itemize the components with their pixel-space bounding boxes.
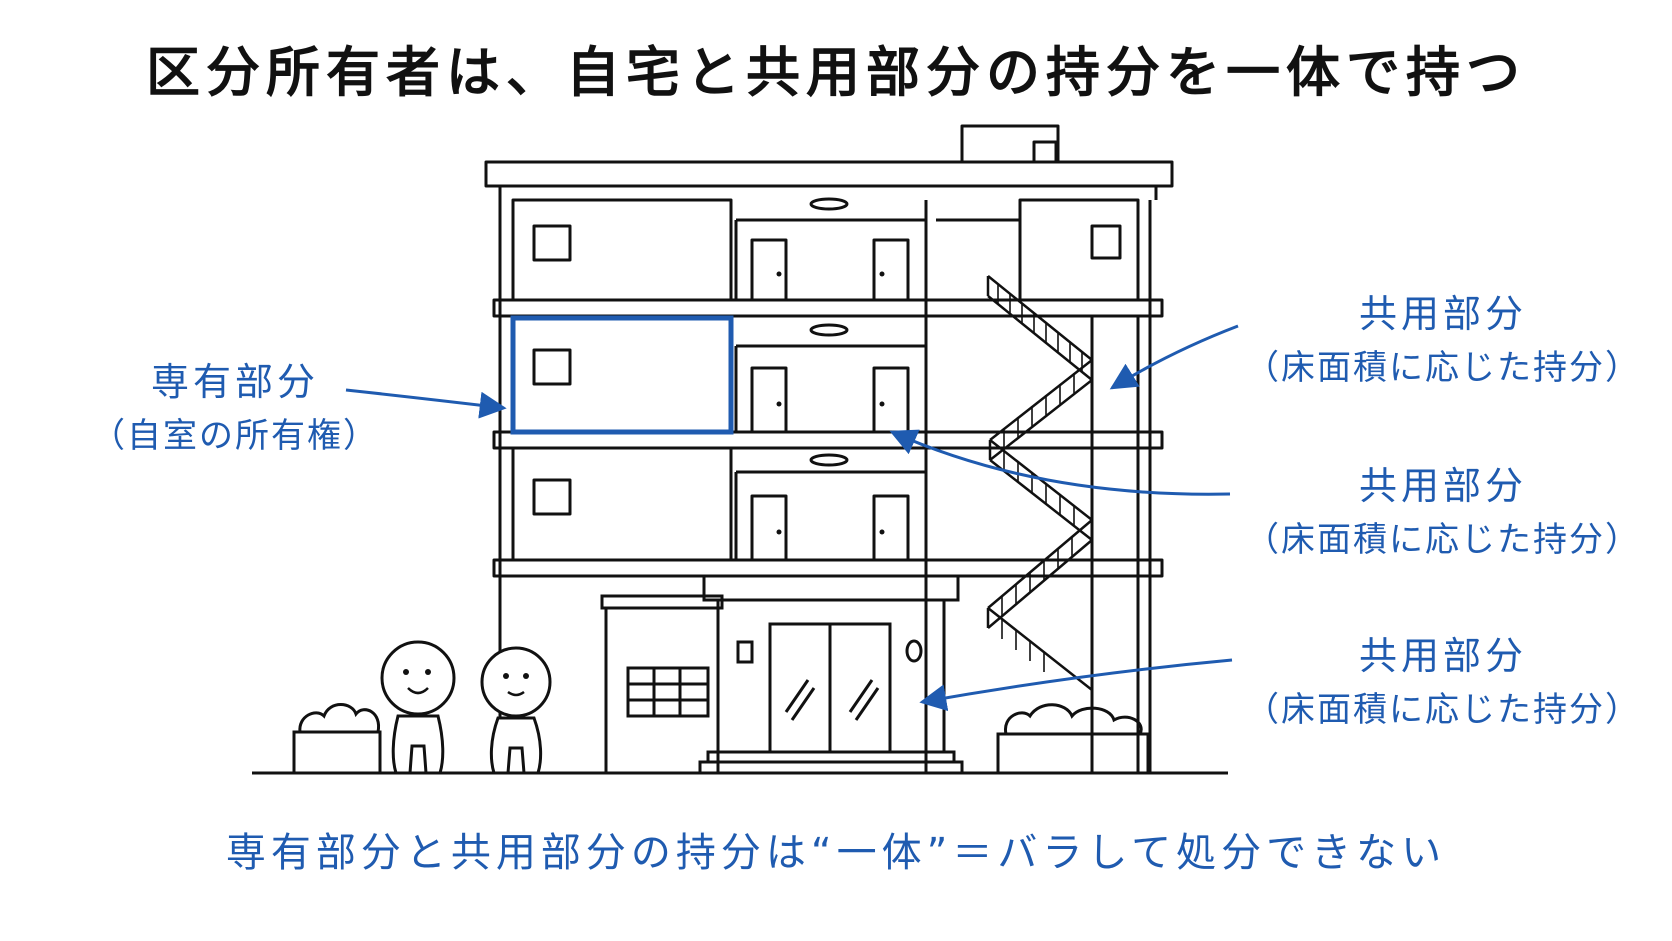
stair-balusters bbox=[997, 284, 1083, 672]
common-area-label-2: 共用部分 （床面積に応じた持分） bbox=[1228, 458, 1658, 566]
planter-right bbox=[996, 732, 1150, 775]
room-top-left bbox=[511, 198, 733, 302]
person-left-head bbox=[380, 640, 456, 716]
rooftop-vent bbox=[1032, 140, 1058, 164]
private-area-title: 専有部分 bbox=[150, 360, 319, 404]
roof-slab bbox=[484, 160, 1174, 188]
room-lower-left bbox=[511, 446, 733, 562]
floor-slab-3 bbox=[492, 298, 1164, 318]
page-title: 区分所有者は、自宅と共用部分の持分を一体で持つ bbox=[146, 41, 1526, 104]
common-area-label-1: 共用部分 （床面積に応じた持分） bbox=[1228, 286, 1658, 394]
rooftop-box bbox=[960, 124, 1060, 164]
common-area-subtitle: （床面積に応じた持分） bbox=[1245, 520, 1641, 560]
mailboxes bbox=[626, 666, 710, 718]
private-unit-highlight bbox=[510, 315, 734, 435]
floor-slab-2 bbox=[492, 430, 1164, 450]
ceiling-light bbox=[809, 197, 849, 211]
window bbox=[532, 348, 572, 386]
arrow-private bbox=[345, 388, 507, 419]
stairs bbox=[986, 275, 1093, 691]
arrow-common-2 bbox=[889, 429, 1231, 496]
common-area-subtitle: （床面積に応じた持分） bbox=[1245, 348, 1641, 388]
common-area-title: 共用部分 bbox=[1358, 464, 1527, 508]
window bbox=[532, 224, 572, 262]
door bbox=[750, 494, 788, 562]
ceiling-light bbox=[809, 453, 849, 467]
private-area-subtitle: （自室の所有権） bbox=[91, 416, 379, 456]
arrow-common-1 bbox=[1109, 324, 1239, 390]
footer-caption: 専有部分と共用部分の持分は“一体”＝バラして処分できない bbox=[225, 830, 1447, 876]
window bbox=[532, 478, 572, 516]
window bbox=[1090, 224, 1122, 260]
people bbox=[380, 640, 552, 775]
arrow-common-3 bbox=[919, 658, 1233, 712]
common-area-subtitle: （床面積に応じた持分） bbox=[1245, 690, 1641, 730]
common-area-title: 共用部分 bbox=[1358, 634, 1527, 678]
door bbox=[872, 366, 910, 434]
planter-left bbox=[292, 730, 382, 775]
entrance bbox=[292, 574, 1150, 775]
floor-slab-1 bbox=[492, 558, 1164, 578]
door bbox=[750, 366, 788, 434]
common-area-label-3: 共用部分 （床面積に応じた持分） bbox=[1228, 628, 1658, 736]
entrance-canopy bbox=[702, 574, 960, 602]
door bbox=[750, 238, 788, 302]
private-area-label: 専有部分 （自室の所有権） bbox=[80, 354, 390, 462]
door bbox=[872, 494, 910, 562]
ceiling-light bbox=[809, 323, 849, 337]
common-area-title: 共用部分 bbox=[1358, 292, 1527, 336]
person-right-head bbox=[480, 646, 552, 718]
door bbox=[872, 238, 910, 302]
mailbox-wall bbox=[604, 606, 720, 775]
